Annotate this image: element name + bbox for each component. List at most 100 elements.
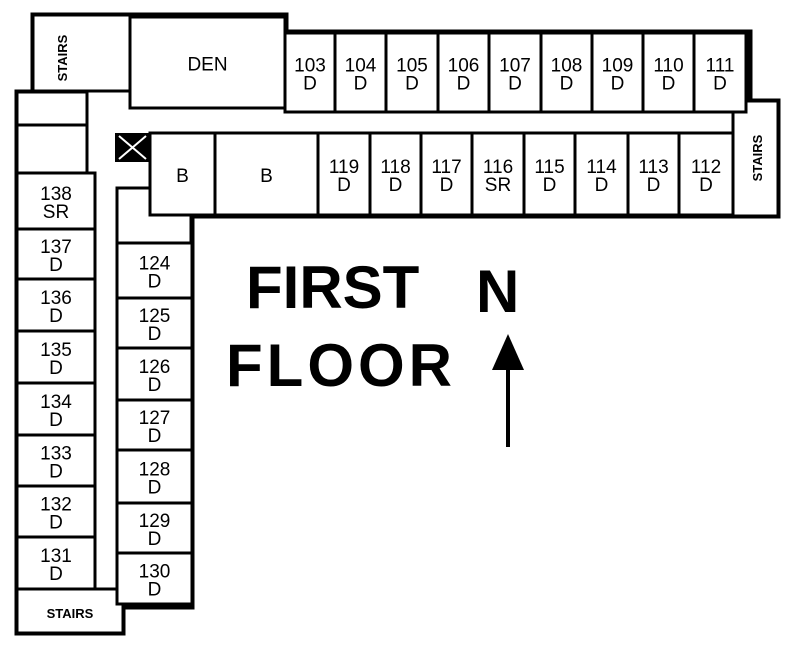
room-type: D xyxy=(49,255,63,276)
room-number: 127 xyxy=(139,408,171,429)
room-box xyxy=(213,131,320,217)
room-box xyxy=(15,535,97,591)
room-box xyxy=(487,31,543,114)
room-box xyxy=(626,131,681,217)
room-b1: B xyxy=(148,131,217,217)
north-arrow-icon xyxy=(492,334,524,447)
room-type: D xyxy=(508,74,522,95)
room-number: 116 xyxy=(483,157,513,178)
room-number: 104 xyxy=(345,56,377,77)
room-type: D xyxy=(457,74,471,95)
room-type: D xyxy=(49,462,63,483)
room-number: 119 xyxy=(329,157,359,178)
room-type: D xyxy=(647,175,661,196)
room-box xyxy=(333,31,388,114)
x-box-icon xyxy=(115,133,150,162)
room-type: D xyxy=(49,564,63,585)
room-number: 108 xyxy=(551,56,583,77)
room-type: D xyxy=(49,358,63,379)
room-type: SR xyxy=(43,202,69,223)
stairs-east-label: STAIRS xyxy=(750,134,765,181)
room-box xyxy=(115,296,194,350)
room-box xyxy=(316,131,372,217)
stairs-northwest-label: STAIRS xyxy=(55,34,70,81)
room-type: D xyxy=(389,175,403,196)
room-box xyxy=(419,131,474,217)
room-type: D xyxy=(699,175,713,196)
floor-title-line1: FIRST xyxy=(246,254,419,321)
room-type: D xyxy=(148,580,162,601)
room-name: DEN xyxy=(187,55,227,76)
room-number: 129 xyxy=(139,511,171,532)
room-box xyxy=(15,484,97,539)
room-type: D xyxy=(611,74,625,95)
room-den: DEN xyxy=(128,15,287,110)
room-number: 133 xyxy=(40,444,72,465)
service-room xyxy=(15,90,89,127)
room-number: 137 xyxy=(40,237,72,258)
room-box xyxy=(15,433,97,488)
stairs-southwest-label: STAIRS xyxy=(47,606,94,621)
room-number: 128 xyxy=(139,460,171,481)
room-number: 131 xyxy=(40,546,72,567)
room-number: 106 xyxy=(448,56,480,77)
room-type: D xyxy=(354,74,368,95)
room-type: SR xyxy=(485,175,511,196)
room-number: 113 xyxy=(638,157,668,178)
room-type: D xyxy=(148,529,162,550)
room-box xyxy=(677,131,735,217)
room-number: 107 xyxy=(499,56,531,77)
room-number: 109 xyxy=(602,56,634,77)
room-number: 115 xyxy=(534,157,564,178)
room-name: B xyxy=(176,166,189,187)
room-type: D xyxy=(148,272,162,293)
room-number: 125 xyxy=(139,306,171,327)
room-box xyxy=(115,551,194,606)
room-number: 105 xyxy=(396,56,428,77)
room-box xyxy=(590,31,645,114)
room-number: 124 xyxy=(139,254,171,275)
room-type: D xyxy=(560,74,574,95)
room-number: 103 xyxy=(294,56,326,77)
service-room xyxy=(15,123,89,175)
room-box xyxy=(283,31,337,114)
room-box xyxy=(384,31,440,114)
room-number: 134 xyxy=(40,392,72,413)
room-type: D xyxy=(405,74,419,95)
north-label: N xyxy=(476,258,519,325)
room-type: D xyxy=(543,175,557,196)
room-type: D xyxy=(49,513,63,534)
room-box xyxy=(148,131,217,217)
room-number: 118 xyxy=(380,157,410,178)
room-number: 126 xyxy=(139,357,171,378)
stairs-east xyxy=(731,99,780,218)
floor-title-line2: FLOOR xyxy=(226,332,452,399)
stairs-northwest xyxy=(31,13,132,93)
